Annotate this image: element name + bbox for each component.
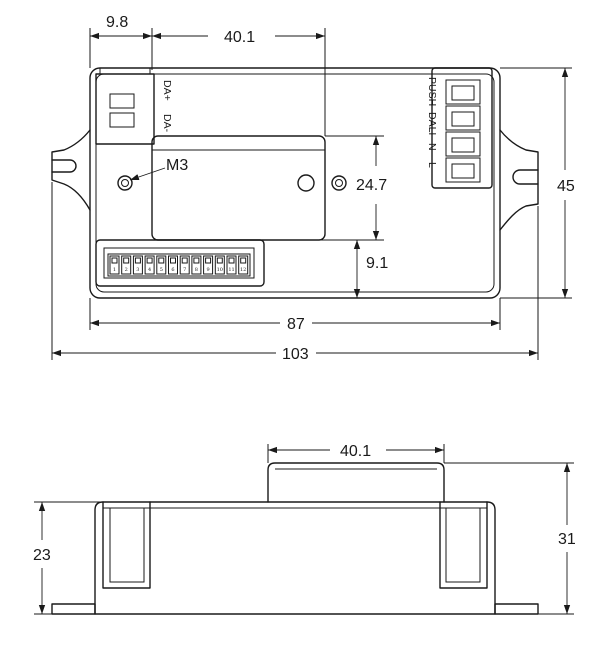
dim-body-length: 87 (287, 316, 305, 333)
dip-switch-9: 9 (203, 255, 214, 275)
dip-switch-12: 12 (238, 255, 249, 275)
dip-switch-7: 7 (179, 255, 190, 275)
dip-switch-8: 8 (191, 255, 202, 275)
dip-switch-label: 2 (125, 267, 128, 273)
left-mounting-ear (51, 129, 91, 211)
side-view: 40.1 23 31 (33, 443, 576, 615)
side-housing (94, 501, 496, 615)
dim-dip-offset: 9.1 (366, 255, 388, 272)
label-n: N (426, 143, 438, 151)
side-raised-module (267, 462, 445, 503)
dip-switch-label: 5 (160, 267, 163, 273)
dip-switch-3: 3 (132, 255, 143, 275)
indicator-dome (297, 174, 315, 192)
dip-switch-label: 4 (148, 267, 151, 273)
dip-switch-10: 10 (214, 255, 225, 275)
dip-switch-5: 5 (156, 255, 167, 275)
dim-overall-length: 103 (282, 346, 309, 363)
dim-overall-height: 45 (557, 178, 575, 195)
mains-terminal-block: PUSH DALI N L (426, 67, 493, 189)
dip-switch-label: 8 (195, 267, 198, 273)
label-push: PUSH (426, 77, 438, 106)
dip-switch-6: 6 (168, 255, 178, 275)
screw-size-label: M3 (166, 157, 188, 174)
dip-switch-4: 4 (144, 255, 155, 275)
dim-terminal-offset: 9.8 (106, 14, 128, 31)
dim-module-width-side: 40.1 (340, 443, 371, 460)
dim-module-height: 24.7 (356, 177, 387, 194)
dip-switch-2: 2 (121, 255, 132, 275)
dip-switch-label: 9 (207, 267, 210, 273)
screw-hole-right (331, 175, 347, 191)
dim-base-height: 23 (33, 547, 51, 564)
dip-switch-label: 3 (136, 267, 139, 273)
dip-switch-11: 11 (226, 255, 237, 275)
label-l: L (426, 162, 438, 168)
housing-outline (89, 67, 501, 299)
label-da-minus: DA- (161, 114, 173, 133)
dip-switch-label: 10 (217, 267, 223, 273)
top-view: DA+ DA- PUSH DALI N L (51, 14, 575, 363)
dip-switch-label: 1 (113, 267, 116, 273)
dip-switch-label: 7 (183, 267, 186, 273)
dip-switch-label: 6 (171, 267, 174, 273)
dip-switch-label: 11 (228, 267, 234, 273)
base-plate (51, 603, 539, 615)
dali-terminal-block: DA+ DA- (95, 67, 173, 145)
dip-switch-label: 12 (240, 267, 246, 273)
dip-switch-1: 1 (109, 255, 120, 275)
dim-module-width-top: 40.1 (224, 29, 255, 46)
label-dali: DALI (426, 112, 438, 135)
right-mounting-ear (499, 129, 539, 231)
screw-hole-left (117, 175, 133, 191)
dim-total-height: 31 (558, 531, 576, 548)
label-da-plus: DA+ (161, 80, 173, 101)
